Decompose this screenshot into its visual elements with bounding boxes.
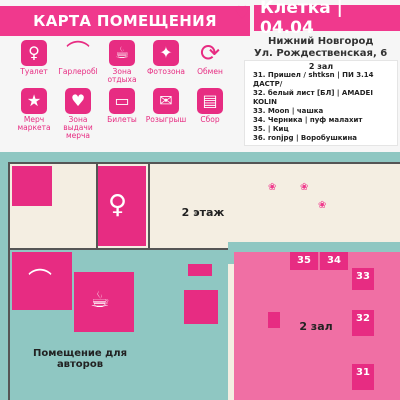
legend-item-toilet: ♀ Туалет — [12, 40, 56, 76]
lineup-item: ДАСТР/ — [253, 80, 283, 88]
wall — [8, 162, 10, 400]
wall — [8, 162, 400, 164]
legend-item-merch-market: ★ Мерч маркета — [12, 88, 56, 132]
lineup-title: 2 зал — [308, 62, 334, 71]
rest-zone — [74, 272, 134, 332]
event-title: Клетка | 04.04 — [254, 0, 400, 38]
event-city: Нижний Новгород — [268, 36, 374, 47]
fundraising-stand — [268, 312, 280, 328]
legend-item-merch-pickup: ♥ Зона выдачи мерча — [56, 88, 100, 140]
map-border-top — [0, 152, 400, 164]
camera-icon: ✦ — [153, 40, 179, 66]
legend-item-fundraising: ▤ Сбор — [188, 88, 232, 124]
ticket-desk — [188, 264, 212, 276]
legend-item-tickets: ▭ Билеты — [100, 88, 144, 124]
lineup-item: 31. Пришел / shtksn | ПИ 3.14 — [253, 71, 374, 79]
hall-label: 2 зал — [299, 320, 333, 333]
heart-icon: ♡ — [234, 3, 251, 24]
lineup-item: 36. ronjpg | Воробушкина — [253, 134, 357, 142]
lineup-item: 35. | Киц — [253, 125, 289, 133]
lineup-panel: 2 зал 31. Пришел / shtksn | ПИ 3.14 ДАСТ… — [244, 60, 398, 146]
event-address: Ул. Рождественская, 6 — [254, 48, 388, 59]
drinks-icon: ☕ — [90, 288, 110, 313]
toilet-room — [98, 166, 146, 246]
ticket-icon: ▭ — [109, 88, 135, 114]
dress-icon: ♀ — [21, 40, 47, 66]
lineup-item: KOLIN — [253, 98, 277, 106]
hanger-icon: ⌒ — [28, 267, 52, 295]
paw-icon: ❀ — [318, 200, 327, 211]
toilet-room — [12, 166, 52, 206]
lineup-item: 32. белый лист [БЛ] | AMADEI — [253, 89, 373, 97]
map-border-left — [0, 152, 8, 400]
legend-item-rest-zone: ☕ Зона отдыха — [100, 40, 144, 84]
bag-icon: ♥ — [65, 88, 91, 114]
lineup-item: 33. Moon | чашка — [253, 107, 324, 115]
stand-33: 33 — [352, 268, 374, 290]
drinks-icon: ☕ — [109, 40, 135, 66]
legend-item-exchange: ⟳ Обмен — [197, 39, 223, 76]
exchange-icon: ⟳ — [199, 39, 221, 67]
stand-35: 35 — [290, 252, 318, 270]
stand-34: 34 — [320, 252, 348, 270]
stand-31: 31 — [352, 364, 374, 390]
floor-map: ♀ ⌒ ☕ Помещение для авторов 2 этаж 2 зал… — [0, 152, 400, 400]
stand-32: 32 — [352, 310, 374, 336]
dress-icon: ♀ — [108, 190, 128, 220]
floor-label: 2 этаж — [181, 206, 225, 219]
hanger-icon: ⌒ — [66, 39, 90, 67]
authors-room-label: Помещение для авторов — [32, 348, 128, 370]
legend-title: КАРТА ПОМЕЩЕНИЯ — [0, 6, 250, 36]
header: КАРТА ПОМЕЩЕНИЯ ♡ Клетка | 04.04 Нижний … — [0, 0, 400, 152]
legend-item-wardrobe: ⌒ Гарлеробl — [58, 39, 98, 76]
wall — [96, 162, 98, 248]
legend-item-photozone: ✦ Фотозона — [144, 40, 188, 76]
star-icon: ★ — [21, 88, 47, 114]
fundraising-icon: ▤ — [197, 88, 223, 114]
paw-icon: ❀ — [268, 182, 277, 193]
wardrobe-room — [12, 252, 72, 310]
paw-icon: ❀ — [300, 182, 309, 193]
wall — [8, 248, 228, 250]
photozone — [184, 290, 218, 324]
lineup-item: 34. Черника | пуф малахит — [253, 116, 363, 124]
gift-icon: ✉ — [153, 88, 179, 114]
authors-room-area — [8, 350, 148, 400]
legend-item-giveaway: ✉ Розыгрыш — [144, 88, 188, 124]
wall — [148, 162, 150, 248]
